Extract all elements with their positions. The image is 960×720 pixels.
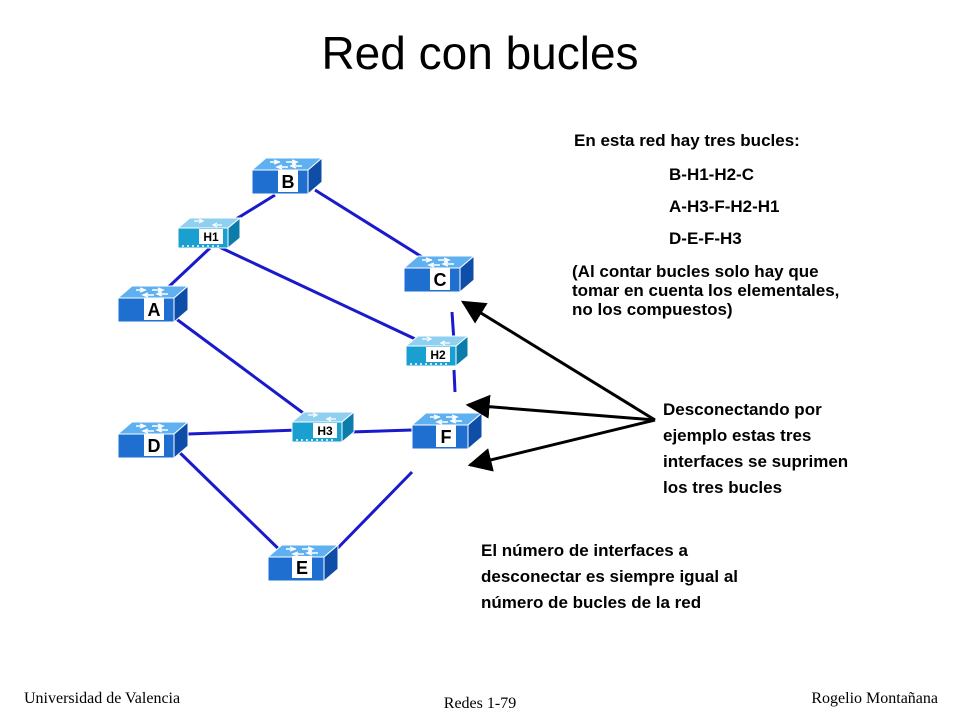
slide-title: Red con bucles <box>321 27 639 79</box>
loops-note-line-1: (Al contar bucles solo hay que <box>572 262 819 281</box>
arrow-to-e-f-link <box>467 418 656 472</box>
label-d: D <box>148 436 161 456</box>
disconnect-line-3: interfaces se suprimen <box>663 452 849 471</box>
count-line-1: El número de interfaces a <box>481 541 688 560</box>
loop-item-1: B-H1-H2-C <box>669 165 754 184</box>
disconnect-line-4: los tres bucles <box>663 478 783 497</box>
label-h3: H3 <box>317 424 333 438</box>
loops-note-line-2: tomar en cuenta los elementales, <box>572 281 840 300</box>
label-b: B <box>282 172 295 192</box>
links <box>158 188 457 562</box>
label-h1: H1 <box>203 230 219 244</box>
label-a: A <box>148 300 161 320</box>
label-c: C <box>434 270 447 290</box>
count-line-2: desconectar es siempre igual al <box>481 567 739 586</box>
disconnect-line-2: ejemplo estas tres <box>663 426 812 445</box>
disconnect-line-1: Desconectando por <box>663 400 822 419</box>
loop-item-2: A-H3-F-H2-H1 <box>669 197 780 216</box>
footer-center: Redes 1-79 <box>443 695 517 712</box>
count-line-3: número de bucles de la red <box>481 593 702 612</box>
footer-right: Rogelio Montañana <box>811 690 938 707</box>
link-b-c <box>314 188 431 264</box>
footer-left: Universidad de Valencia <box>24 690 181 707</box>
arrow-to-h3-f-link <box>465 394 656 422</box>
loops-note-line-3: no los compuestos) <box>572 300 733 319</box>
link-h1-h2 <box>214 243 429 347</box>
link-h3-f <box>349 428 413 434</box>
link-h2-f <box>452 369 457 393</box>
label-h2: H2 <box>430 348 446 362</box>
link-a-h3 <box>174 316 319 426</box>
link-e-f <box>328 470 414 558</box>
link-d-e <box>173 446 292 562</box>
loops-heading: En esta red hay tres bucles: <box>574 131 800 150</box>
arrow-to-c-h2-link <box>460 300 656 422</box>
link-d-h3 <box>187 428 299 436</box>
loop-item-3: D-E-F-H3 <box>669 229 742 248</box>
label-f: F <box>441 427 452 447</box>
label-e: E <box>296 558 308 578</box>
